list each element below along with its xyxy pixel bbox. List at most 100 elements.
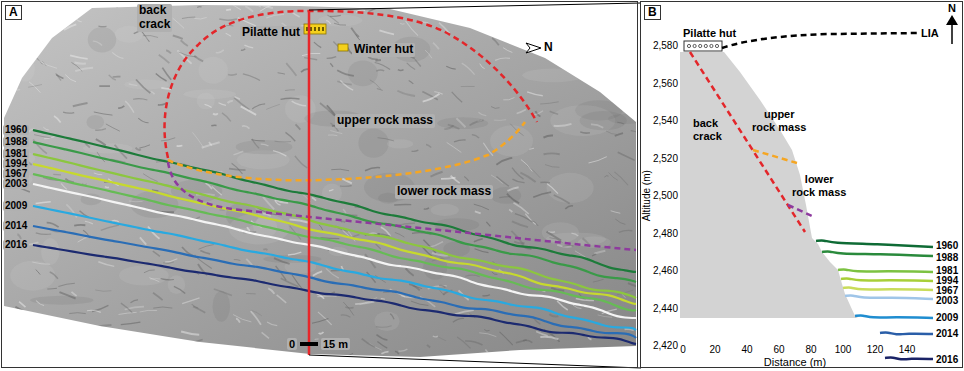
mesh-ridge	[174, 286, 185, 293]
mesh-ridge	[618, 152, 635, 160]
mesh-ridge	[222, 351, 226, 355]
mesh-ridge	[45, 17, 54, 18]
mesh-ridge	[532, 221, 539, 226]
lower-mass-outline	[168, 162, 636, 250]
mesh-ridge	[32, 262, 50, 264]
mesh-ridge	[50, 272, 58, 279]
mesh-ridge	[447, 142, 462, 152]
mesh-ridge	[340, 353, 353, 358]
mesh-ridge	[52, 345, 67, 352]
mesh-shade	[27, 0, 55, 14]
mesh-shade	[9, 335, 61, 363]
mesh-ridge	[246, 259, 252, 265]
mesh-ridge	[262, 332, 269, 338]
mesh-ridge	[58, 283, 74, 286]
hut-label: Pilatte hut	[683, 27, 736, 40]
mesh-ridge	[481, 359, 491, 362]
year-label: 1981	[936, 266, 958, 276]
mesh-ridge	[423, 8, 426, 12]
mesh-ridge	[87, 310, 101, 312]
mesh-ridge	[15, 307, 23, 311]
mesh-ridge	[612, 49, 624, 53]
mesh-ridge	[105, 186, 109, 188]
mesh-ridge	[526, 166, 540, 178]
mesh-shade	[348, 61, 378, 87]
mesh-ridge	[362, 339, 375, 347]
mesh-ridge	[591, 124, 603, 127]
mesh-ridge	[242, 126, 250, 129]
mesh-ridge	[98, 262, 114, 267]
year-label: 2014	[936, 329, 958, 339]
mesh-ridge	[526, 18, 530, 21]
mesh-ridge	[65, 75, 76, 82]
mesh-ridge	[312, 198, 316, 201]
axis-tick: 120	[867, 344, 884, 356]
mesh-ridge	[540, 182, 550, 184]
mesh-ridge	[550, 111, 558, 114]
scale-label: 15 m	[321, 338, 350, 351]
mesh-ridge	[241, 106, 256, 114]
mesh-ridge	[260, 5, 275, 12]
mesh-ridge	[202, 142, 220, 148]
mesh-shade	[15, 56, 35, 82]
mesh-ridge	[166, 50, 171, 53]
north-arrow	[526, 43, 541, 53]
mesh-ridge	[138, 118, 148, 123]
hut-window	[699, 44, 702, 47]
mesh-shade	[522, 68, 584, 82]
mesh-ridge	[214, 289, 232, 296]
north-label: N	[948, 2, 956, 15]
mesh-ridge	[219, 19, 237, 20]
mesh-ridge	[593, 279, 604, 282]
mesh-ridge	[243, 74, 260, 81]
mesh-ridge	[29, 82, 40, 93]
mesh-shade	[358, 128, 388, 157]
mesh-ridge	[16, 43, 29, 48]
rock-mesh	[4, 5, 636, 357]
mesh-ridge	[205, 104, 212, 107]
mesh-ridge	[439, 286, 445, 288]
mesh-ridge	[395, 352, 399, 355]
mesh-ridge	[216, 50, 224, 53]
axis-tick: 140	[899, 344, 916, 356]
mesh-ridge	[44, 328, 50, 332]
mesh-ridge	[406, 21, 418, 36]
mesh-ridge	[428, 242, 443, 248]
mesh-ridge	[181, 40, 188, 46]
mesh-ridge	[330, 130, 342, 133]
mesh-ridge	[312, 319, 328, 324]
mesh-ridge	[194, 17, 206, 19]
mesh-ridge	[267, 322, 277, 326]
mesh-ridge	[500, 332, 513, 345]
mesh-ridge	[200, 251, 210, 254]
mesh-ridge	[252, 104, 265, 109]
mesh-ridge	[119, 312, 137, 314]
mesh-ridge	[141, 31, 149, 42]
scale-bar	[300, 342, 318, 346]
mesh-ridge	[193, 306, 205, 312]
mesh-ridge	[153, 293, 163, 300]
mesh-ridge	[439, 23, 449, 34]
mesh-shade	[197, 93, 215, 110]
zone-label: upper rock mass	[335, 114, 435, 128]
mesh-ridge	[61, 183, 67, 189]
mesh-ridge	[167, 347, 175, 349]
mesh-ridge	[588, 157, 606, 163]
mesh-ridge	[95, 290, 111, 291]
mesh-ridge	[517, 110, 526, 114]
mesh-ridge	[513, 203, 528, 214]
mesh-ridge	[17, 234, 21, 239]
mesh-ridge	[521, 159, 532, 171]
mesh-ridge	[472, 135, 479, 138]
axis-tick: 2,480	[653, 228, 678, 240]
mesh-ridge	[93, 41, 102, 45]
feature-label: back crack	[693, 117, 722, 142]
mesh-ridge	[365, 168, 380, 171]
mesh-ridge	[185, 339, 202, 345]
mesh-ridge	[101, 225, 119, 230]
mesh-ridge	[601, 70, 612, 71]
mesh-ridge	[75, 68, 93, 71]
mesh-ridge	[614, 172, 628, 185]
mesh-ridge	[351, 28, 359, 37]
glacier-surface-line	[880, 333, 933, 335]
